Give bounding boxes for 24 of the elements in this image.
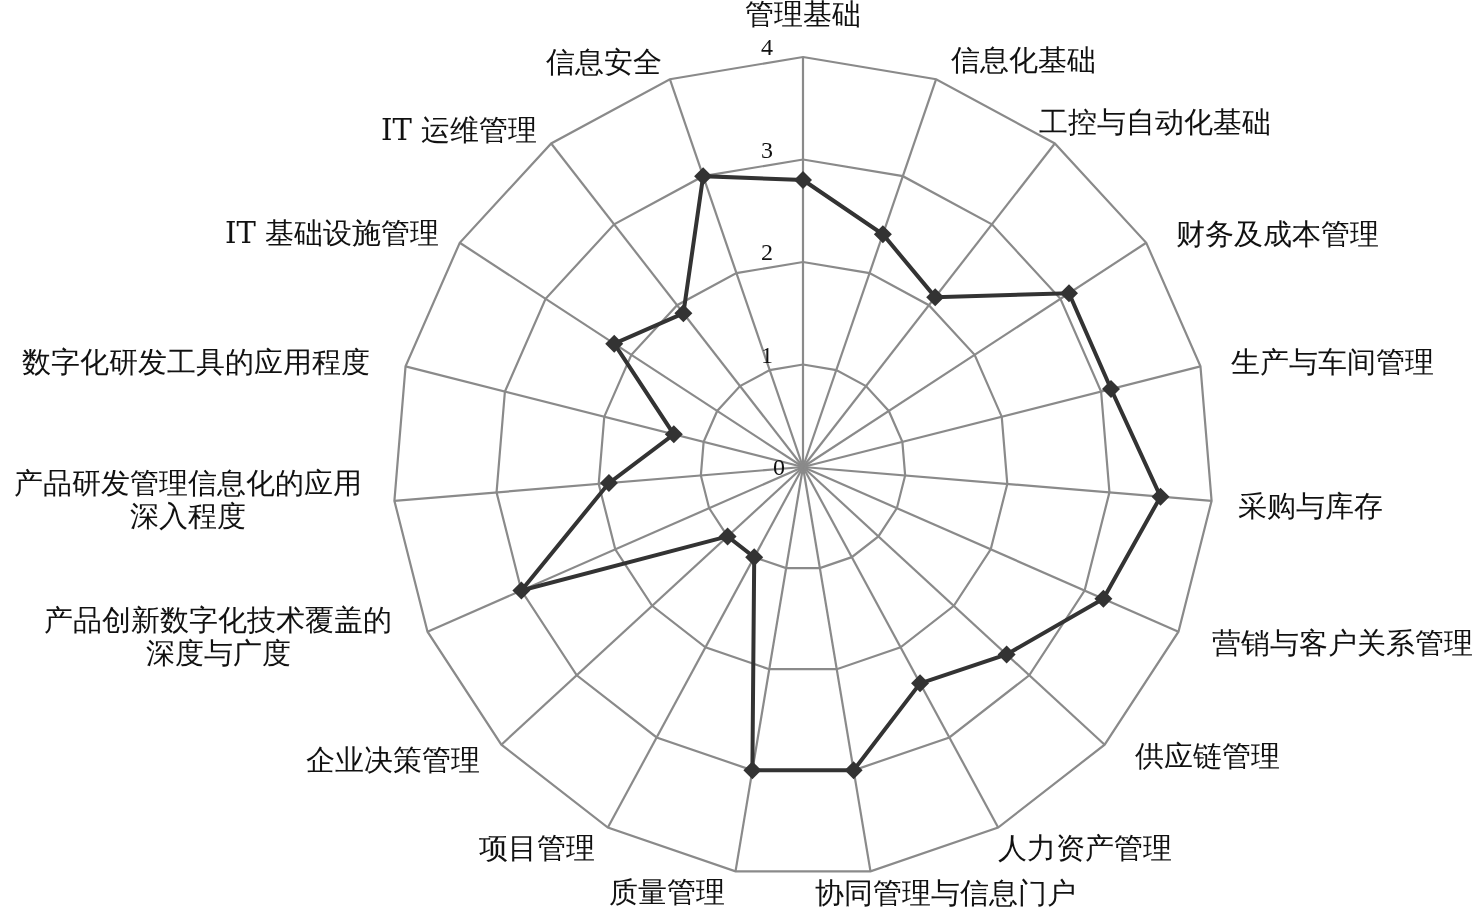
category-label: 企业决策管理 bbox=[306, 743, 480, 777]
category-label: 人力资产管理 bbox=[998, 831, 1172, 865]
category-label: 产品创新数字化技术覆盖的深度与广度 bbox=[43, 604, 393, 670]
category-label: 协同管理与信息门户 bbox=[814, 876, 1076, 909]
category-label: 营销与客户关系管理 bbox=[1211, 626, 1473, 660]
tick-label: 1 bbox=[761, 341, 773, 368]
category-label: 供应链管理 bbox=[1134, 739, 1280, 773]
category-label: IT 基础设施管理 bbox=[225, 216, 439, 250]
category-label: 信息安全 bbox=[546, 45, 662, 79]
tick-label: 3 bbox=[761, 136, 773, 163]
category-label: 生产与车间管理 bbox=[1230, 345, 1434, 379]
category-label: 信息化基础 bbox=[950, 43, 1096, 77]
category-label: 数字化研发工具的应用程度 bbox=[22, 345, 370, 379]
category-label: 管理基础 bbox=[745, 0, 861, 31]
tick-label: 4 bbox=[761, 33, 773, 61]
category-label: 工控与自动化基础 bbox=[1039, 105, 1271, 139]
tick-label: 2 bbox=[761, 238, 773, 266]
category-label: 产品研发管理信息化的应用深入程度 bbox=[13, 467, 363, 533]
category-label: 采购与库存 bbox=[1237, 489, 1383, 523]
category-label: 质量管理 bbox=[609, 875, 725, 909]
category-label: 项目管理 bbox=[479, 831, 595, 865]
tick-label: 0 bbox=[773, 453, 785, 481]
category-label: IT 运维管理 bbox=[381, 113, 537, 147]
category-label: 财务及成本管理 bbox=[1175, 217, 1379, 251]
